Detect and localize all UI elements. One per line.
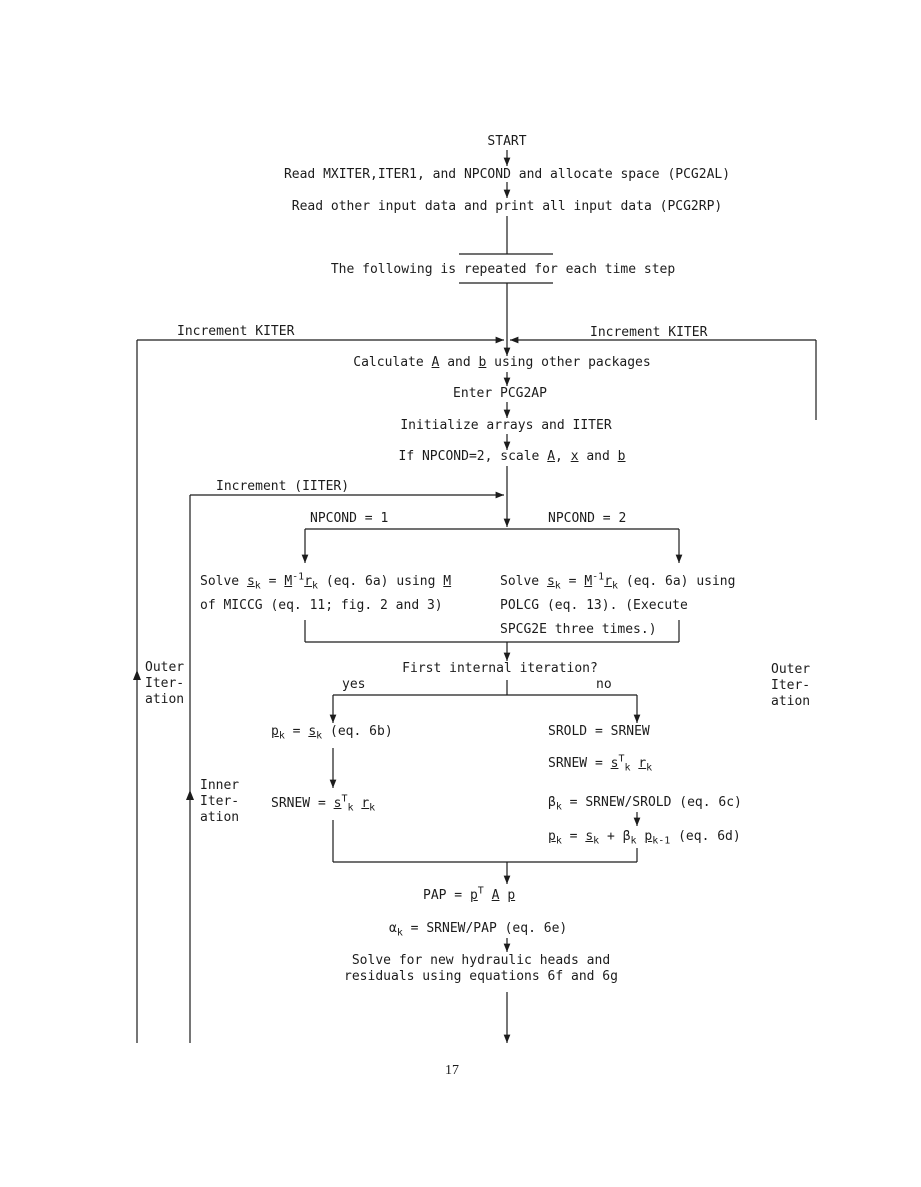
first-iteration-question: First internal iteration? bbox=[402, 661, 598, 676]
pk-update-step: pk = sk + βk pk-1 (eq. 6d) bbox=[548, 829, 741, 847]
read-other-step: Read other input data and print all inpu… bbox=[291, 199, 723, 214]
inner-iteration-1: Inner bbox=[200, 778, 240, 793]
solve-polcg-line2: POLCG (eq. 13). (Execute bbox=[500, 598, 688, 613]
yes-label: yes bbox=[342, 677, 366, 692]
outer-iteration-right-2: Iter- bbox=[771, 678, 811, 693]
alpha-step: αk = SRNEW/PAP (eq. 6e) bbox=[389, 921, 568, 939]
outer-iteration-right-3: ation bbox=[771, 694, 811, 709]
page-number: 17 bbox=[445, 1063, 459, 1078]
srnew-right-step: SRNEW = sTk rk bbox=[548, 753, 653, 774]
beta-step: βk = SRNEW/SROLD (eq. 6c) bbox=[548, 795, 742, 813]
pap-step: PAP = pT A p bbox=[423, 885, 516, 903]
inner-iteration-2: Iter- bbox=[200, 794, 240, 809]
no-label: no bbox=[596, 677, 612, 692]
outer-iteration-left-1: Outer bbox=[145, 660, 185, 675]
pk-equals-sk: pk = sk (eq. 6b) bbox=[271, 724, 393, 742]
solve-heads-line1: Solve for new hydraulic heads and bbox=[351, 953, 611, 968]
initialize-step: Initialize arrays and IITER bbox=[400, 418, 612, 433]
calculate-a-b-step: Calculate A and b using other packages bbox=[353, 355, 651, 370]
srnew-left-step: SRNEW = sTk rk bbox=[271, 793, 376, 814]
increment-iiter-label: Increment (IITER) bbox=[216, 479, 350, 494]
srold-step: SROLD = SRNEW bbox=[548, 724, 650, 739]
read-mxiter-step: Read MXITER,ITER1, and NPCOND and alloca… bbox=[283, 167, 731, 182]
solve-miccg-line2: of MICCG (eq. 11; fig. 2 and 3) bbox=[200, 598, 443, 613]
outer-iteration-left-3: ation bbox=[145, 692, 185, 707]
outer-iteration-left-2: Iter- bbox=[145, 676, 185, 691]
npcond-1-label: NPCOND = 1 bbox=[310, 511, 389, 526]
solve-polcg-line3: SPCG2E three times.) bbox=[500, 622, 657, 637]
start-label: START bbox=[487, 134, 527, 149]
outer-left-arrowhead bbox=[133, 670, 141, 680]
solve-miccg-line1: Solve sk = M-1rk (eq. 6a) using M bbox=[200, 571, 452, 592]
outer-iteration-right-1: Outer bbox=[771, 662, 811, 677]
solve-heads-line2: residuals using equations 6f and 6g bbox=[344, 969, 618, 984]
increment-kiter-left: Increment KITER bbox=[177, 324, 295, 339]
increment-kiter-right: Increment KITER bbox=[590, 325, 708, 340]
solve-polcg-line1: Solve sk = M-1rk (eq. 6a) using bbox=[500, 571, 736, 592]
inner-iteration-3: ation bbox=[200, 810, 240, 825]
npcond-2-label: NPCOND = 2 bbox=[548, 511, 627, 526]
repeat-time-step-label: The following is repeated for each time … bbox=[330, 262, 676, 277]
scale-step: If NPCOND=2, scale A, x and b bbox=[398, 449, 626, 464]
enter-pcg2ap-step: Enter PCG2AP bbox=[453, 386, 547, 401]
inner-left-arrowhead bbox=[186, 790, 194, 800]
